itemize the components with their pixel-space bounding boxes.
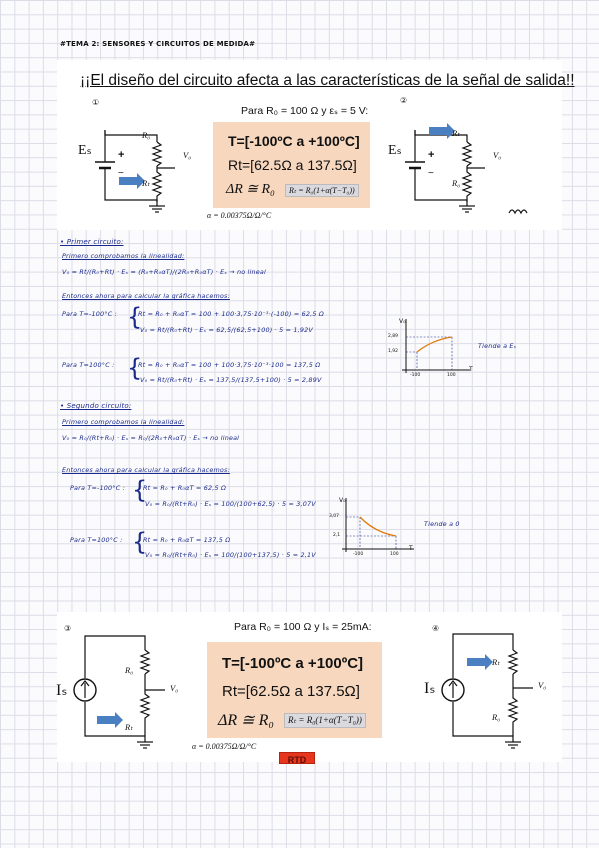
top-formula: Rₜ = R₀(1+α(T−T₀)): [285, 184, 359, 197]
s1-graph-intro: Entonces ahora para calcular la gráfica …: [62, 466, 230, 474]
s1-case-a-vo: V₀ = R₀/(Rt+R₀) · Eₛ = 100/(100+62,5) · …: [145, 500, 316, 508]
c3-is-label: Iₛ: [56, 682, 68, 699]
graph2-y1: 3,07: [329, 514, 340, 519]
graph1-note: Tiende a Eₛ: [478, 342, 517, 350]
s1-case-a-rt: Rt = R₀ + R₀αT = 62,5 Ω: [143, 484, 227, 492]
p1-case-a-rt: Rt = R₀ + R₀αT = 100 + 100·3,75·10⁻³·(-1…: [138, 310, 324, 318]
segundo-heading: • Segundo circuito:: [60, 402, 132, 410]
primer-heading: • Primer circuito:: [60, 238, 124, 246]
c3-ro-label: R₀: [125, 665, 134, 675]
c3-rt-label: Rₜ: [125, 722, 133, 732]
c2-es-label: Eₛ: [388, 143, 402, 158]
bottom-circuits: [73, 633, 533, 749]
c2-plus: +: [428, 149, 435, 161]
graph1-y2: 1,92: [388, 349, 399, 354]
graph2-x2: 100: [390, 552, 399, 557]
s1-case-b-vo: V₀ = R₀/(Rt+R₀) · Eₛ = 100/(100+137,5) ·…: [145, 551, 316, 559]
graph2-note: Tiende a 0: [424, 520, 460, 528]
bottom-delta-r: ΔR ≅ R₀: [218, 712, 274, 729]
c1-es-label: Eₛ: [78, 143, 92, 158]
top-delta-r: ΔR ≅ R₀: [226, 182, 275, 197]
graph1: [402, 319, 470, 373]
p1-case-a-label: Para T=-100°C :: [62, 310, 117, 318]
red-tab: RTD: [279, 752, 315, 764]
s1-case-b-rt: Rt = R₀ + R₀αT = 137,5 Ω: [143, 536, 231, 544]
s1-case-a-label: Para T=-100°C :: [70, 484, 125, 492]
p1-equation: V₀ = Rt/(R₀+Rt) · Eₛ = (R₀+R₀αT)/(2R₀+R₀…: [62, 268, 266, 276]
p1-case-b-label: Para T=100°C :: [62, 361, 115, 369]
graph1-y-axis-label: V₀: [399, 318, 406, 325]
graph1-x1: -100: [410, 373, 421, 378]
c1-ro-label: R₀: [142, 130, 151, 140]
bottom-alpha: α = 0.00375Ω/Ω/°C: [192, 742, 257, 751]
circuit1-number: ①: [92, 98, 100, 107]
s1-case-a-brace: {: [132, 476, 148, 504]
graph1-y1: 2,89: [388, 334, 399, 339]
p1-linealidad: Primero comprobamos la linealidad:: [62, 252, 185, 260]
graph2-x1: -100: [353, 552, 364, 557]
graph2: [342, 498, 414, 552]
c2-vo-label: V₀: [493, 150, 502, 160]
p1-case-b-vo: V₀ = Rt/(R₀+Rt) · Eₛ = 137,5/(137,5+100)…: [140, 376, 322, 384]
circuit2-number: ②: [400, 96, 408, 105]
c2-rt-label: Rₜ: [452, 128, 460, 138]
c1-rt-label: Rₜ: [142, 178, 150, 188]
graph2-y2: 2,1: [333, 533, 341, 538]
p1-case-b-rt: Rt = R₀ + R₀αT = 100 + 100·3,75·10⁻³·100…: [138, 361, 321, 369]
bottom-condition: Para R₀ = 100 Ω y Iₛ = 25mA:: [234, 621, 372, 633]
graph2-x-axis-label: T: [409, 545, 413, 552]
p1-case-a-brace: {: [127, 303, 143, 331]
c4-vo-label: V₀: [538, 680, 547, 690]
c4-rt-label: Rₜ: [492, 657, 500, 667]
graph1-x2: 100: [447, 373, 456, 378]
p1-graph-intro: Entonces ahora para calcular la gráfica …: [62, 292, 230, 300]
p1-case-b-brace: {: [127, 354, 143, 382]
top-condition: Para R₀ = 100 Ω y εₛ = 5 V:: [241, 105, 369, 117]
graph1-x-axis-label: T: [469, 366, 473, 373]
graph2-y-axis-label: V₀: [339, 497, 346, 504]
top-rt-range: Rt=[62.5Ω a 137.5Ω]: [228, 157, 357, 173]
c1-plus: +: [118, 149, 125, 161]
s1-linealidad: Primero comprobamos la linealidad:: [62, 418, 185, 426]
c4-is-label: Iₛ: [424, 680, 436, 697]
s1-case-b-label: Para T=100°C :: [70, 536, 123, 544]
c4-ro-label: R₀: [492, 712, 501, 722]
bottom-rt-range: Rt=[62.5Ω a 137.5Ω]: [222, 683, 360, 700]
s1-case-b-brace: {: [132, 528, 148, 556]
c3-vo-label: V₀: [170, 683, 179, 693]
c1-vo-label: V₀: [183, 150, 192, 160]
c1-minus: −: [118, 168, 124, 179]
c2-minus: −: [428, 168, 434, 179]
circuit3-number: ③: [64, 624, 72, 633]
bottom-temp-range: T=[-100ºC a +100ºC]: [222, 655, 364, 672]
top-title: ¡¡El diseño del circuito afecta a las ca…: [80, 72, 575, 89]
top-alpha: α = 0.00375Ω/Ω/°C: [207, 211, 272, 220]
c2-ro-label: R₀: [452, 178, 461, 188]
circuit4-number: ④: [432, 624, 440, 633]
top-circuits: [95, 123, 528, 215]
s1-equation: V₀ = R₀/(Rt+R₀) · Eₛ = R₀/(2R₀+R₀αT) · E…: [62, 434, 240, 442]
p1-case-a-vo: V₀ = Rt/(R₀+Rt) · Eₛ = 62,5/(62,5+100) ·…: [140, 326, 314, 334]
tema-header: #TEMA 2: SENSORES Y CIRCUITOS DE MEDIDA#: [60, 40, 256, 48]
top-temp-range: T=[-100ºC a +100ºC]: [228, 133, 360, 149]
bottom-formula: Rₜ = R₀(1+α(T−T₀)): [284, 713, 366, 728]
